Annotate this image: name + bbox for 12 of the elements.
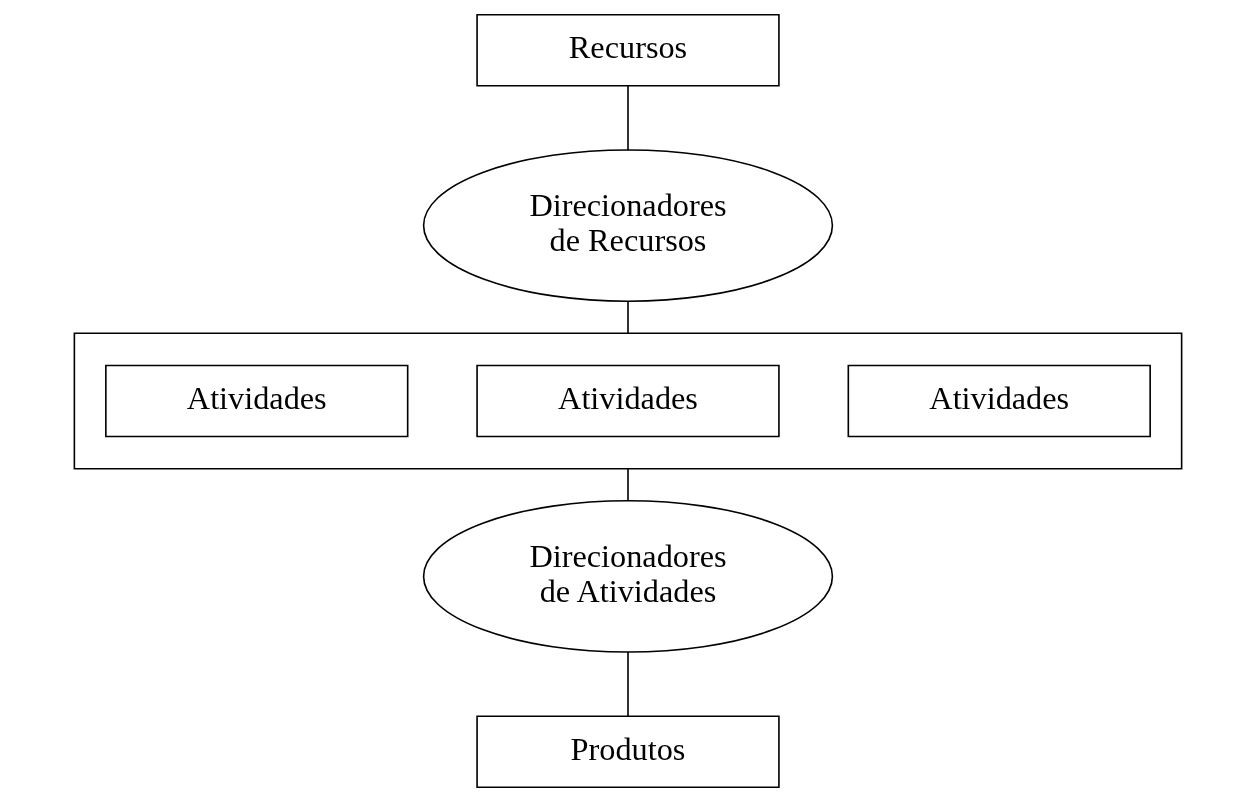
cluster bbox=[73, 332, 1183, 470]
node-box: Recursos bbox=[476, 13, 780, 87]
connector bbox=[627, 85, 629, 151]
node-box: Atividades bbox=[476, 364, 780, 438]
connector bbox=[627, 300, 629, 335]
connector bbox=[627, 651, 629, 717]
node-box: Atividades bbox=[105, 364, 409, 438]
node-box: Produtos bbox=[476, 715, 780, 789]
connector bbox=[627, 468, 629, 502]
node-ellipse: Direcionadores de Atividades bbox=[422, 500, 834, 653]
node-box: Atividades bbox=[847, 364, 1151, 438]
node-ellipse: Direcionadores de Recursos bbox=[422, 149, 834, 302]
